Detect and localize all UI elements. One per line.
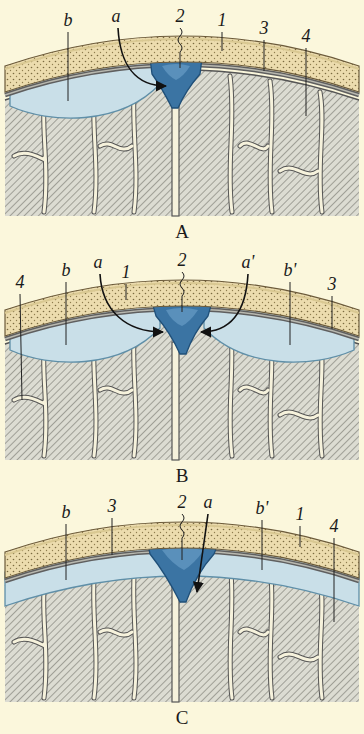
callout-number: 2 <box>176 7 185 25</box>
panel-b-figure <box>5 272 359 460</box>
panel-c-figure <box>5 514 359 702</box>
panel-a-figure <box>5 28 359 216</box>
label-anchor: a <box>94 253 103 272</box>
label-anchor: 4 <box>16 273 25 292</box>
callout-letter: b <box>62 261 71 279</box>
label-anchor: b <box>62 503 71 522</box>
label-anchor: b' <box>256 499 269 518</box>
panel-letter: C <box>176 708 189 727</box>
label-anchor: a <box>112 7 121 26</box>
label-anchor: 3 <box>328 275 337 294</box>
callout-letter: b' <box>256 499 269 517</box>
panel-letter: A <box>175 222 189 241</box>
label-anchor: B <box>176 466 189 486</box>
callout-number: 1 <box>122 263 131 281</box>
callout-number: 4 <box>302 27 311 45</box>
callout-letter: a <box>112 7 121 25</box>
callout-letter: b <box>64 11 73 29</box>
callout-number: 4 <box>330 517 339 535</box>
label-anchor: 2 <box>178 251 187 270</box>
callout-number: 1 <box>296 505 305 523</box>
label-anchor: 2 <box>178 493 187 512</box>
label-anchor: 3 <box>260 19 269 38</box>
label-anchor: a' <box>242 253 255 272</box>
callout-number: 3 <box>328 275 337 293</box>
label-anchor: 2 <box>176 7 185 26</box>
label-anchor: 1 <box>296 505 305 524</box>
label-anchor: a <box>204 493 213 512</box>
label-anchor: b <box>62 261 71 280</box>
callout-letter: b' <box>284 261 297 279</box>
callout-letter: a' <box>242 253 255 271</box>
callout-number: 2 <box>178 493 187 511</box>
label-anchor: b <box>64 11 73 30</box>
callout-letter: a <box>94 253 103 271</box>
label-anchor: 1 <box>122 263 131 282</box>
callout-number: 3 <box>108 497 117 515</box>
callout-letter: a <box>204 493 213 511</box>
label-anchor: C <box>176 708 189 728</box>
label-anchor: 1 <box>218 11 227 30</box>
label-anchor: 4 <box>302 27 311 46</box>
callout-number: 1 <box>218 11 227 29</box>
label-anchor: 4 <box>330 517 339 536</box>
panel-letter: B <box>176 466 189 485</box>
callout-number: 4 <box>16 273 25 291</box>
label-anchor: 3 <box>108 497 117 516</box>
label-anchor: A <box>175 222 189 242</box>
callout-number: 3 <box>260 19 269 37</box>
callout-letter: b <box>62 503 71 521</box>
callout-number: 2 <box>178 251 187 269</box>
label-anchor: b' <box>284 261 297 280</box>
